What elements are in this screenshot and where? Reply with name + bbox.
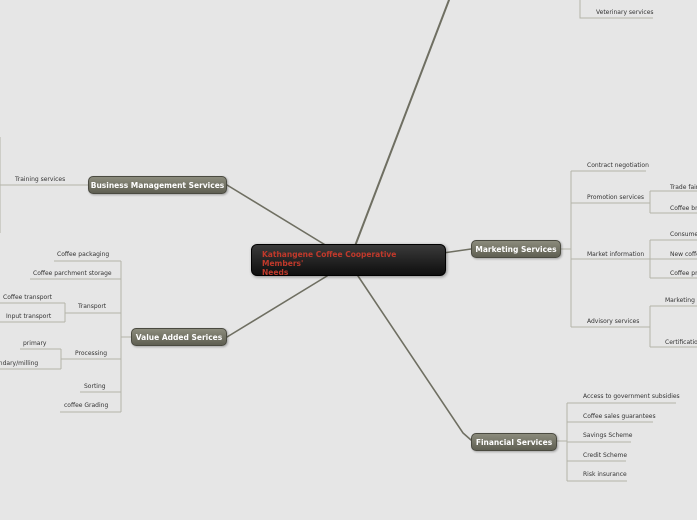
subtopic-government-subsidies[interactable]: Access to government subsidies <box>583 393 680 400</box>
subtopic-training[interactable]: Training services <box>15 176 66 183</box>
subtopic-sorting[interactable]: Sorting <box>84 383 106 390</box>
subtopic-veterinary[interactable]: Veterinary services <box>596 9 654 16</box>
subtopic-coffee-brand[interactable]: Coffee br <box>670 205 697 212</box>
branch-line-top <box>354 0 450 247</box>
subtopic-marketing-s[interactable]: Marketing s <box>665 297 697 304</box>
subtopic-coffee-packaging[interactable]: Coffee packaging <box>57 251 110 258</box>
topic-financial[interactable]: Financial Services <box>471 433 557 451</box>
subtopic-sales-guarantees[interactable]: Coffee sales guarantees <box>583 413 656 420</box>
subtopic-primary[interactable]: primary <box>23 340 47 347</box>
central-topic[interactable]: Kathangene Coffee Cooperative Members' N… <box>251 244 446 277</box>
subtopic-advisory[interactable]: Advisory services <box>587 318 640 325</box>
subtopic-consumer[interactable]: Consumer <box>670 231 697 238</box>
topic-business-management[interactable]: Business Management Services <box>88 176 227 194</box>
subtopic-trade-fair[interactable]: Trade fair <box>670 184 697 191</box>
subtopic-certification[interactable]: Certificatio <box>665 339 697 346</box>
subtopic-savings-scheme[interactable]: Savings Scheme <box>583 432 633 439</box>
subtopic-secondary-milling[interactable]: secondary/milling <box>0 360 39 367</box>
subtopic-new-coffee[interactable]: New coffe <box>670 251 697 258</box>
subtopic-processing[interactable]: Processing <box>75 350 108 357</box>
branch-line-marketing <box>442 248 472 254</box>
topic-marketing[interactable]: Marketing Services <box>471 240 561 258</box>
branch-line-value-added <box>226 275 328 338</box>
subtopic-input-transport[interactable]: Input transport <box>6 313 52 320</box>
subtopic-risk-insurance[interactable]: Risk insurance <box>583 471 627 478</box>
branch-line-business <box>226 184 328 247</box>
topic-value-added[interactable]: Value Added Serices <box>131 328 227 346</box>
subtopic-parchment-storage[interactable]: Coffee parchment storage <box>33 270 112 277</box>
subtopic-coffee-transport[interactable]: Coffee transport <box>3 294 53 301</box>
central-topic-line2: Needs <box>262 268 289 277</box>
subtopic-coffee-prices[interactable]: Coffee pri <box>670 270 697 277</box>
subtopic-contract-negotiation[interactable]: Contract negotiation <box>587 162 649 169</box>
subtopic-promotion[interactable]: Promotion services <box>587 194 645 201</box>
central-topic-line1: Kathangene Coffee Cooperative Members' <box>262 250 397 268</box>
subtopic-credit-scheme[interactable]: Credit Scheme <box>583 452 628 459</box>
subtopic-transport[interactable]: Transport <box>78 303 107 310</box>
branch-line-financial <box>357 275 472 441</box>
subtopic-market-information[interactable]: Market information <box>587 251 645 258</box>
subtopic-coffee-grading[interactable]: coffee Grading <box>64 402 109 409</box>
